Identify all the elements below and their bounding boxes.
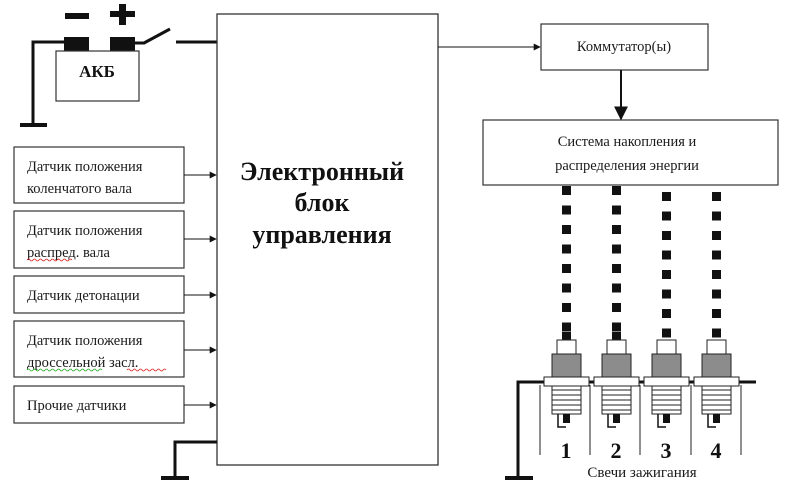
wire-dash — [562, 186, 571, 195]
sensor-label: Прочие датчики — [27, 398, 127, 414]
energy-system-label-line-2: распределения энергии — [555, 158, 699, 174]
negative-terminal — [64, 37, 89, 52]
wire-dash — [562, 264, 571, 273]
ignition-switch — [135, 27, 218, 45]
wire-dash — [712, 289, 721, 299]
ecu-box — [216, 13, 439, 466]
plug-number: 2 — [611, 438, 622, 463]
sensor-label: Датчик положения — [27, 223, 143, 239]
wire-dash — [562, 244, 571, 254]
sensor-crankshaft: Датчик положения коленчатого вала — [13, 146, 217, 204]
hv-wire — [612, 186, 621, 332]
wire-dash — [712, 231, 721, 240]
commutator-box — [540, 23, 709, 71]
commutator: Коммутатор(ы) — [540, 23, 709, 71]
ecu-block: Электронный блок управления — [216, 13, 439, 466]
minus-icon — [65, 13, 89, 19]
energy-system-box — [482, 119, 779, 186]
hv-wire — [662, 192, 671, 338]
wire-dash — [662, 328, 671, 338]
wire-dash — [562, 322, 571, 332]
wire-dash — [712, 309, 721, 318]
wire-dash — [712, 250, 721, 260]
wire-dash — [662, 211, 671, 221]
ground-icon — [505, 476, 533, 480]
spellcheck-underline — [26, 258, 73, 262]
sensor-label: Датчик положения — [27, 159, 143, 175]
wire-dash — [612, 283, 621, 293]
ecu-ground — [161, 440, 217, 480]
battery-box — [55, 50, 140, 102]
wire-dash — [562, 205, 571, 215]
battery: АКБ — [55, 4, 140, 102]
energy-system-label-line-1: Система накопления и — [558, 134, 697, 150]
spark-plugs — [543, 332, 740, 428]
sensor-throttle: Датчик положения дроссельной засл. — [13, 320, 217, 378]
sensor-camshaft: Датчик положения распред. вала — [13, 210, 217, 269]
wire-dash — [712, 192, 721, 201]
wire-dash — [712, 270, 721, 279]
sensor-label: дроссельной засл. — [27, 355, 138, 371]
wire-dash — [712, 211, 721, 221]
battery-ground — [20, 40, 64, 127]
sensor-label: коленчатого вала — [27, 181, 132, 197]
ecu-label-line-1: Электронный — [240, 157, 404, 186]
wire-dash — [562, 283, 571, 293]
high-voltage-wires — [562, 186, 721, 338]
plug-number: 4 — [711, 438, 722, 463]
cylinder-separators — [539, 385, 742, 455]
positive-terminal — [110, 37, 135, 52]
spellcheck-underline — [126, 368, 167, 372]
ecu-label-line-2: блок — [295, 188, 350, 217]
spellcheck-underline — [26, 368, 103, 372]
wire-dash — [612, 322, 621, 332]
wire-dash — [662, 250, 671, 260]
wire-dash — [612, 244, 621, 254]
wire-dash — [612, 264, 621, 273]
spark-plug — [593, 332, 640, 428]
spark-plug-numbers: 1 2 3 4 — [561, 438, 722, 463]
sensor-knock: Датчик детонации — [13, 275, 217, 314]
wire-dash — [662, 270, 671, 279]
hv-wire — [562, 186, 571, 332]
wire-dash — [562, 303, 571, 312]
spark-plugs-caption: Свечи зажигания — [587, 465, 696, 481]
sensor-label: распред. вала — [27, 245, 110, 261]
battery-label: АКБ — [79, 62, 115, 81]
plus-icon — [110, 4, 135, 25]
wire-dash — [612, 186, 621, 195]
sensor-label: Датчик детонации — [27, 288, 140, 304]
hv-wire — [712, 192, 721, 338]
spark-plug — [693, 339, 740, 428]
wire-dash — [662, 231, 671, 240]
wire-dash — [612, 303, 621, 312]
wire-dash — [612, 205, 621, 215]
wire-dash — [612, 225, 621, 234]
wire-dash — [662, 289, 671, 299]
wire-dash — [662, 192, 671, 201]
energy-system: Система накопления и распределения энерг… — [482, 119, 779, 186]
plug-number: 1 — [561, 438, 572, 463]
wire-dash — [662, 309, 671, 318]
plug-number: 3 — [661, 438, 672, 463]
wire-dash — [712, 328, 721, 338]
ground-icon — [161, 476, 189, 480]
wire-dash — [562, 225, 571, 234]
spark-plug — [643, 339, 690, 428]
sensor-label: Датчик положения — [27, 333, 143, 349]
sensor-other: Прочие датчики — [13, 385, 217, 424]
ecu-label-line-3: управления — [252, 220, 391, 249]
spark-plug — [543, 332, 590, 428]
ground-icon — [20, 123, 47, 127]
commutator-label: Коммутатор(ы) — [577, 39, 671, 55]
